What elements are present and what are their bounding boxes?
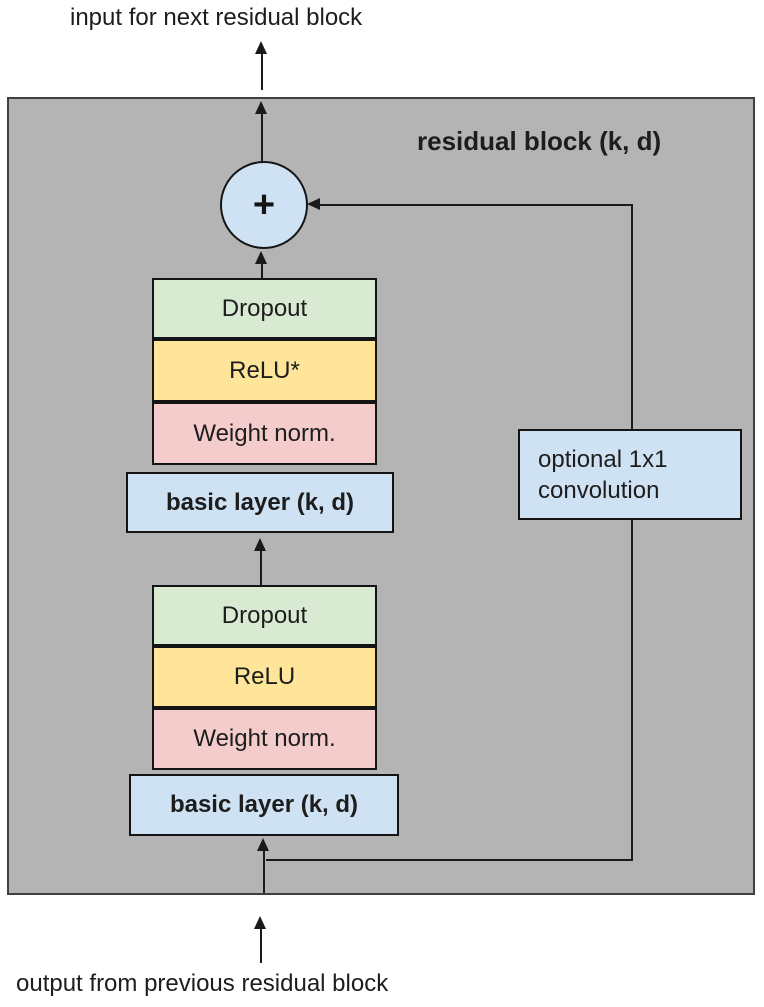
optional-conv-box: optional 1x1 convolution [518, 429, 742, 520]
layer-label: Dropout [221, 601, 308, 629]
layer-label: basic layer (k, d) [169, 791, 359, 818]
skip-connection-top-line [316, 204, 633, 206]
arrow-line [260, 929, 262, 963]
skip-connection-vertical-line [631, 204, 633, 861]
layer-label: basic layer (k, d) [165, 488, 355, 516]
layer-label: Weight norm. [193, 419, 336, 447]
arrow-line [261, 113, 263, 162]
arrow-line [260, 550, 262, 585]
layer-label: Weight norm. [193, 725, 336, 752]
skip-connection-bottom-line [266, 859, 633, 861]
arrow-up-icon [255, 101, 267, 114]
dropout-layer-box: Dropout [152, 278, 377, 339]
sum-node: + [220, 161, 308, 249]
plus-icon: + [252, 183, 276, 226]
relu-layer-box: ReLU [152, 646, 377, 708]
conv-box-label-line1: optional 1x1 [538, 445, 668, 473]
arrow-left-icon [307, 198, 320, 210]
conv-box-label-line2: convolution [538, 476, 660, 504]
arrow-up-icon [254, 538, 266, 551]
output-label: output from previous residual block [16, 970, 389, 997]
basic-layer-box: basic layer (k, d) [126, 472, 394, 533]
arrow-up-icon [255, 251, 267, 264]
arrow-up-icon [257, 838, 269, 851]
arrow-line [261, 53, 263, 90]
layer-label: ReLU* [229, 356, 300, 384]
arrow-up-icon [254, 916, 266, 929]
weight-norm-layer-box: Weight norm. [152, 402, 377, 465]
layer-label: Dropout [221, 294, 308, 322]
arrow-up-icon [255, 41, 267, 54]
input-label: input for next residual block [70, 4, 363, 31]
arrow-line [263, 850, 265, 893]
arrow-line [261, 263, 263, 278]
layer-label: ReLU [233, 663, 296, 690]
relu-layer-box: ReLU* [152, 339, 377, 402]
weight-norm-layer-box: Weight norm. [152, 708, 377, 770]
dropout-layer-box: Dropout [152, 585, 377, 646]
basic-layer-box: basic layer (k, d) [129, 774, 399, 836]
block-title: residual block (k, d) [417, 126, 662, 156]
